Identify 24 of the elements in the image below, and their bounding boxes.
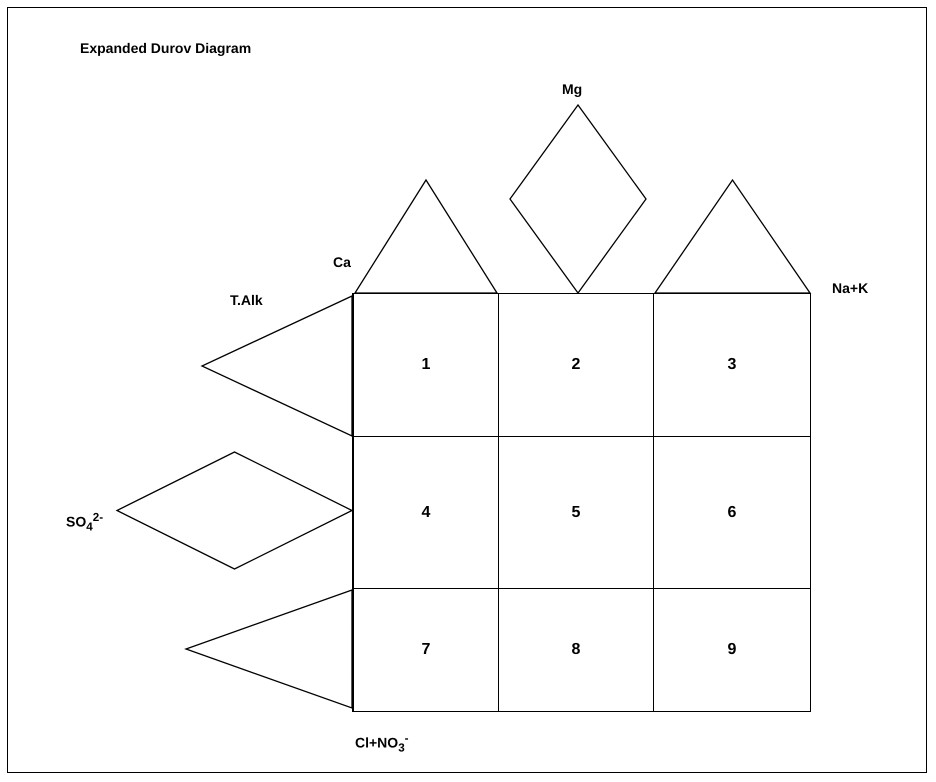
cell-number: 9 [728,641,736,659]
cell-number: 4 [422,504,430,522]
grid-cell [653,588,811,712]
title: Expanded Durov Diagram [80,40,252,56]
triangle-field [655,180,810,293]
axis-label: Ca [333,255,351,269]
cell-number: 5 [572,504,580,522]
cell-number: 6 [728,504,736,522]
cell-number: 2 [572,356,580,374]
axis-label: T.Alk [230,293,263,307]
diamond-field [117,452,352,569]
cell-number: 3 [728,356,736,374]
axis-label: Mg [562,82,582,96]
triangle-field [202,296,352,436]
cell-number: 7 [422,641,430,659]
triangle-field [186,590,352,708]
triangle-field [355,180,497,293]
axis-label: Na+K [832,281,868,295]
cell-number: 8 [572,641,580,659]
diamond-field [510,105,646,293]
grid-cell [352,588,499,712]
grid-cell [653,293,811,437]
cell-number: 1 [422,356,430,374]
grid-cell [352,293,499,437]
